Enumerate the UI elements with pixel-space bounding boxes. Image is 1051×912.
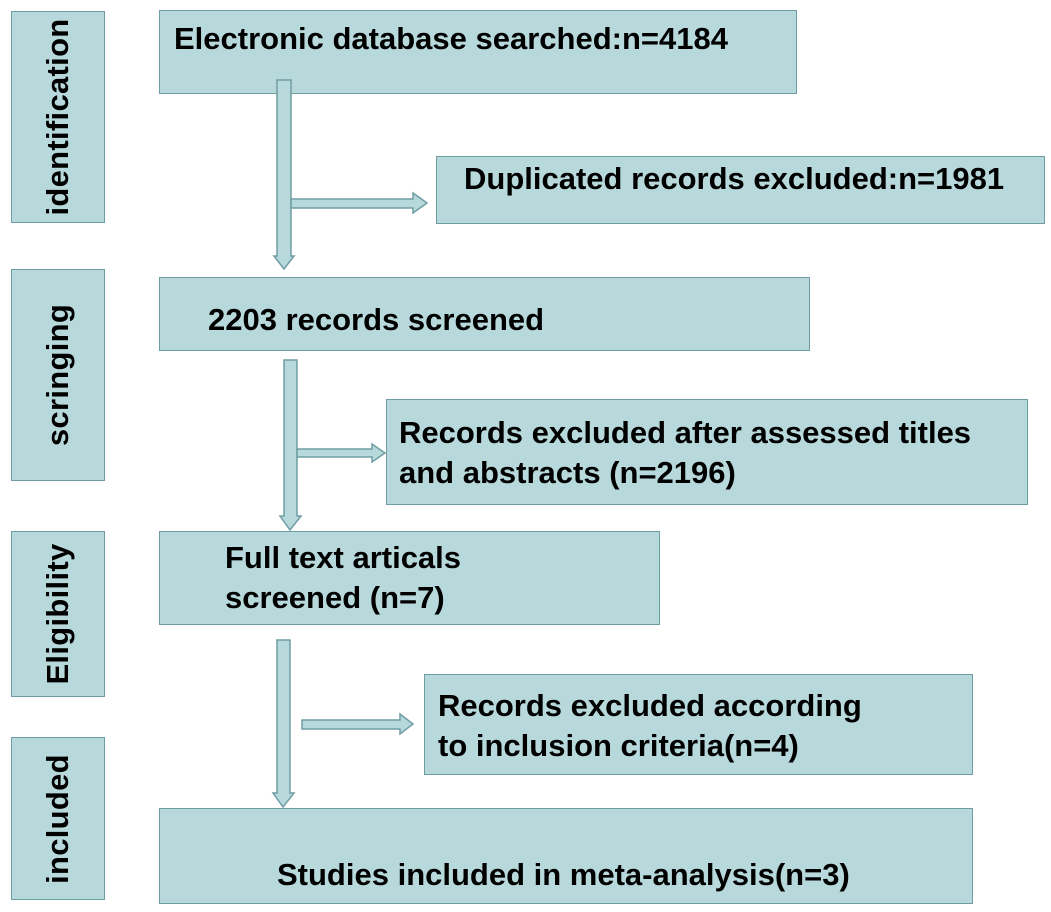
database-searched-text: Electronic database searched:n=4184 — [174, 21, 728, 56]
stage-scringing-label: scringing — [40, 303, 75, 447]
excluded-criteria-box — [424, 674, 973, 775]
database-searched-box — [159, 10, 797, 94]
arrow-right-3 — [301, 712, 415, 736]
records-screened-box — [159, 277, 810, 351]
stage-included-label: included — [40, 753, 75, 884]
stage-eligibility: Eligibility — [11, 531, 105, 697]
stage-eligibility-label: Eligibility — [40, 543, 75, 685]
arrow-down-1 — [272, 79, 296, 271]
stage-included: included — [11, 737, 105, 900]
arrow-down-2 — [278, 359, 303, 532]
excluded-criteria-line2: to inclusion criteria(n=4) — [438, 728, 799, 763]
excluded-criteria-line1: Records excluded according — [438, 688, 862, 723]
excluded-titles-line2: and abstracts (n=2196) — [399, 455, 736, 490]
full-text-line2: screened (n=7) — [225, 580, 445, 615]
records-screened-text: 2203 records screened — [208, 302, 545, 337]
studies-included-text: Studies included in meta-analysis(n=3) — [277, 857, 850, 892]
stage-identification: identification — [11, 11, 105, 223]
arrow-right-2 — [296, 442, 387, 464]
stage-identification-label: identification — [40, 18, 75, 216]
full-text-line1: Full text articals — [225, 540, 462, 575]
arrow-down-3 — [271, 639, 296, 809]
excluded-titles-line1: Records excluded after assessed titles — [399, 415, 972, 450]
arrow-right-1 — [290, 191, 429, 215]
full-text-box — [159, 531, 660, 625]
stage-scringing: scringing — [11, 269, 105, 481]
studies-included-box — [159, 808, 973, 904]
duplicates-excluded-box — [436, 156, 1045, 224]
duplicates-excluded-text: Duplicated records excluded:n=1981 — [464, 161, 1005, 196]
excluded-titles-box — [386, 399, 1028, 505]
